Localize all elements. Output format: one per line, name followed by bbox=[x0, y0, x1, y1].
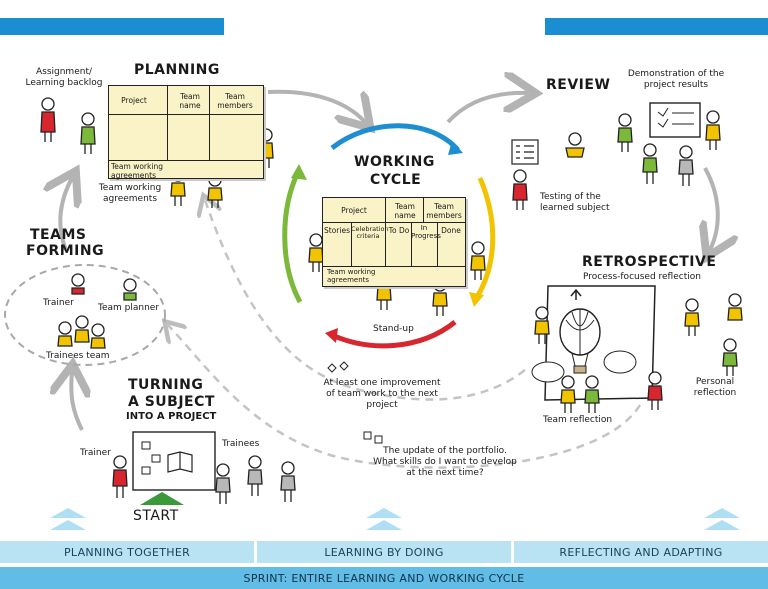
working-cycle-title-1: WORKING bbox=[354, 154, 435, 170]
cycle-arc-blue bbox=[330, 123, 460, 152]
start-label: START bbox=[133, 508, 179, 524]
cycle-column-celebration: Celebration criteria bbox=[351, 225, 389, 240]
cycle-board-footer: Team working agreements bbox=[327, 268, 376, 284]
cycle-board-header-team-members: Team members bbox=[426, 202, 462, 220]
teams-forming-trainer-label: Trainer bbox=[43, 298, 74, 308]
chevron-left bbox=[50, 508, 86, 530]
working-cycle-board: Project Team name Team members Stories C… bbox=[322, 197, 466, 287]
cycle-arc-yellow bbox=[472, 177, 496, 302]
chevron-right bbox=[704, 508, 740, 530]
improvement-note: At least one improvement of team work to… bbox=[323, 378, 441, 410]
arrow-review-to-retro bbox=[705, 167, 718, 250]
workflow-diagram bbox=[4, 0, 743, 530]
teams-forming-ellipse bbox=[4, 264, 166, 366]
turning-title-1: TURNING bbox=[128, 377, 204, 393]
band-planning-together: PLANNING TOGETHER bbox=[0, 541, 254, 563]
cycle-board-header-team-name: Team name bbox=[394, 202, 416, 220]
trainees-team-label: Trainees team bbox=[46, 351, 110, 361]
cycle-column-todo: To Do bbox=[388, 226, 410, 235]
top-accent-bar-left bbox=[0, 18, 224, 35]
planning-title: PLANNING bbox=[134, 62, 220, 78]
arrow-teams-to-planning bbox=[60, 178, 72, 251]
project-board bbox=[132, 431, 216, 491]
review-testing-label: Testing of the learned subject bbox=[540, 192, 610, 213]
standup-label: Stand-up bbox=[373, 324, 414, 334]
dashed-arrow-portfolio bbox=[168, 325, 642, 469]
assignment-label: Assignment/ Learning backlog bbox=[25, 67, 103, 88]
personal-reflection-label: Personal reflection bbox=[693, 377, 737, 398]
top-accent-bar-right bbox=[545, 18, 768, 35]
cycle-board-header-project: Project bbox=[341, 206, 367, 215]
team-planner-label: Team planner bbox=[98, 303, 160, 313]
cycle-arc-red bbox=[330, 320, 457, 349]
start-triangle bbox=[140, 492, 184, 505]
chevron-center bbox=[366, 508, 402, 530]
cycle-column-in-progress: In Progress bbox=[411, 224, 441, 240]
teams-forming-title-1: TEAMS bbox=[30, 227, 87, 243]
review-demonstration-label: Demonstration of the project results bbox=[627, 69, 725, 90]
band-sprint: SPRINT: ENTIRE LEARNING AND WORKING CYCL… bbox=[0, 567, 768, 589]
turning-title-2: A SUBJECT bbox=[128, 394, 215, 410]
retrospective-title: RETROSPECTIVE bbox=[582, 254, 717, 270]
review-title: REVIEW bbox=[546, 77, 611, 93]
turning-trainees-label: Trainees bbox=[222, 439, 260, 449]
portfolio-note: The update of the portfolio. What skills… bbox=[373, 446, 517, 478]
balloon-icon bbox=[559, 308, 601, 374]
arrow-cycle-to-review bbox=[446, 93, 528, 124]
team-working-agreements-label: Team working agreements bbox=[98, 183, 162, 204]
planning-board-header-team-name: Team name bbox=[179, 92, 201, 110]
retrospective-subtitle: Process-focused reflection bbox=[583, 272, 701, 282]
arrow-turning-to-teams bbox=[71, 372, 82, 431]
turning-title-3: INTO A PROJECT bbox=[126, 411, 217, 422]
planning-board-header-project: Project bbox=[121, 96, 147, 105]
people bbox=[40, 97, 743, 504]
team-reflection-label: Team reflection bbox=[543, 415, 613, 425]
band-reflecting: REFLECTING AND ADAPTING bbox=[514, 541, 768, 563]
cycle-column-stories: Stories bbox=[324, 226, 350, 235]
planning-board-footer: Team working agreements bbox=[111, 162, 163, 180]
dashed-arrow-improvement bbox=[205, 200, 526, 401]
cycle-arc-green bbox=[282, 170, 303, 304]
cycle-column-done: Done bbox=[441, 226, 461, 235]
planning-board-header-team-members: Team members bbox=[217, 92, 253, 110]
teams-forming-title-2: FORMING bbox=[26, 243, 105, 259]
planning-board: Project Team name Team members Team work… bbox=[108, 85, 264, 180]
arrow-planning-to-cycle bbox=[267, 89, 365, 122]
review-board bbox=[649, 102, 701, 138]
band-learning-by-doing: LEARNING BY DOING bbox=[257, 541, 511, 563]
working-cycle-title-2: CYCLE bbox=[370, 172, 422, 188]
turning-trainer-label: Trainer bbox=[80, 448, 111, 458]
